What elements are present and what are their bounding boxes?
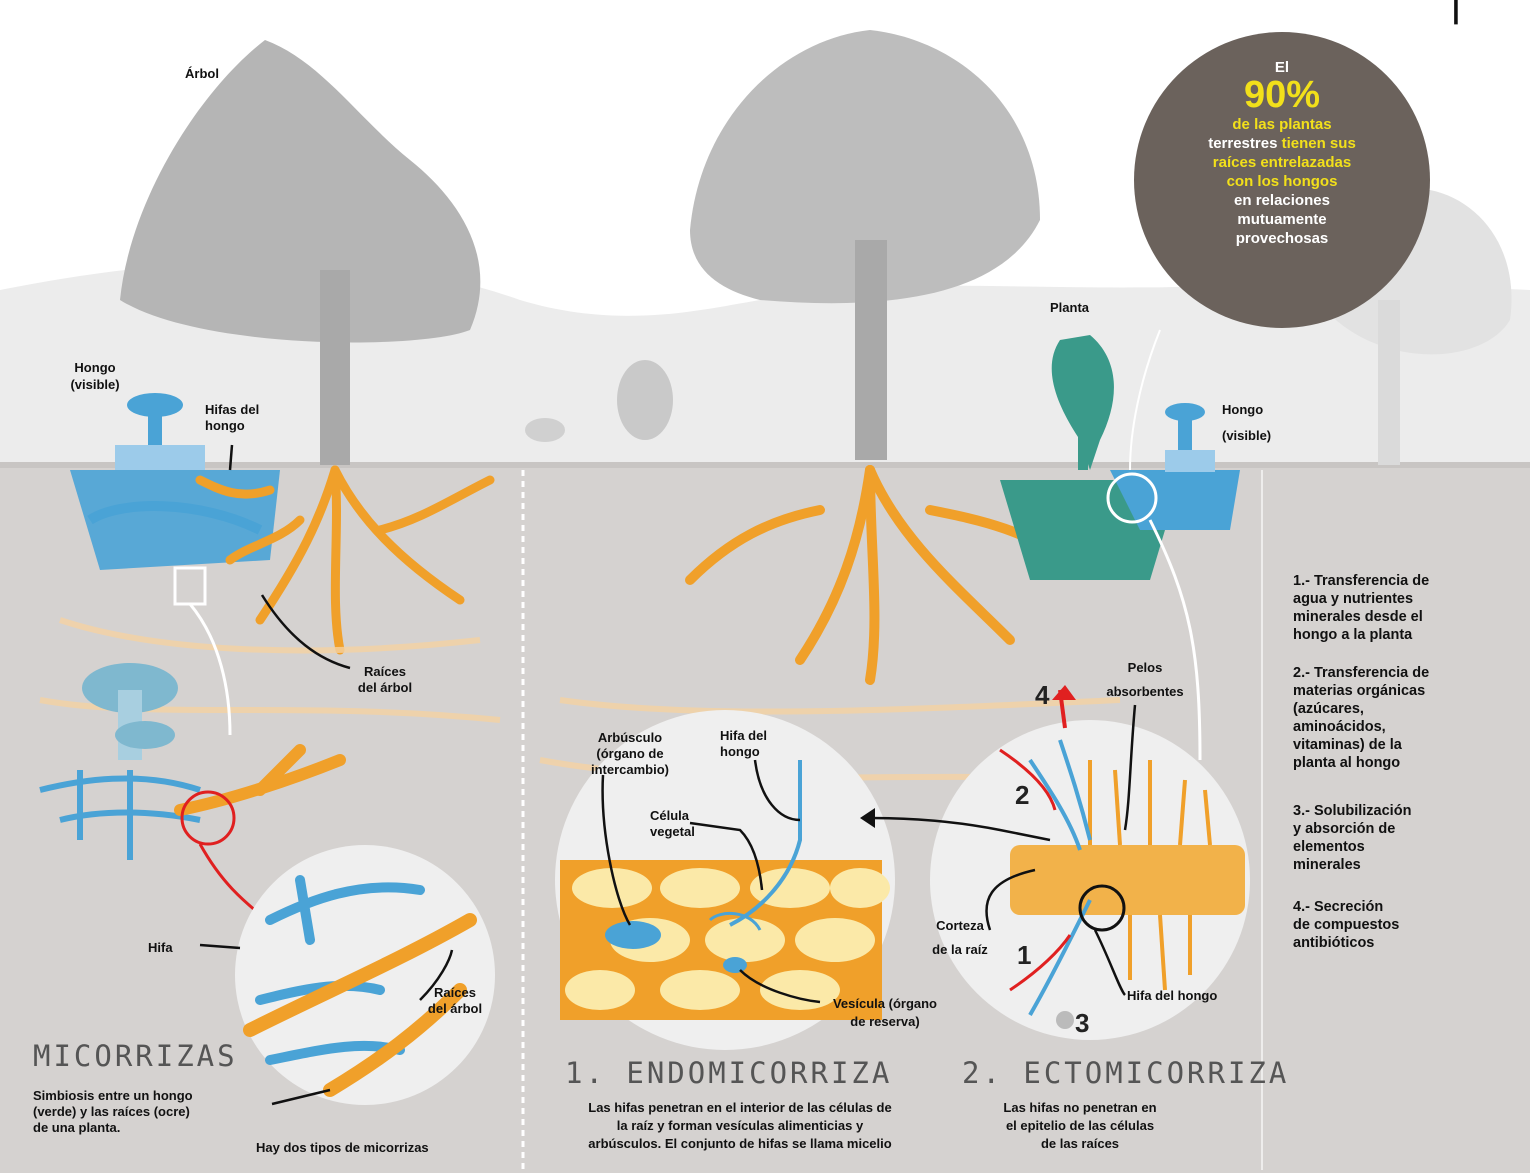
label-hifa-hongo-1: Hifas del [205,402,259,417]
label-raices-arbol-2: del árbol [345,680,425,695]
step-2-line-6: planta al hongo [1293,754,1518,772]
step-1-line-4: hongo a la planta [1293,626,1518,644]
label-raices-arbol-b2: del árbol [415,1001,495,1016]
label-corteza-2: de la raíz [925,942,995,957]
label-planta: Planta [1050,300,1089,315]
steps-list: 1.- Transferencia de agua y nutrientes m… [1293,572,1518,952]
step-number-3: 3 [1075,1008,1089,1039]
root-section [1010,845,1245,915]
stat-line-2a: terrestres [1208,135,1277,152]
ecto-desc-2: el epitelio de las células [980,1118,1180,1133]
step-4-line-2: de compuestos [1293,916,1518,934]
label-arbusculo-1: Arbúsculo [575,730,685,745]
stat-line-1: de las plantas [1152,115,1412,134]
step-1-line-3: minerales desde el [1293,608,1518,626]
label-raices-arbol-b1: Raíces [415,985,495,1000]
step-3-line-4: minerales [1293,856,1518,874]
title-micorrizas: MICORRIZAS [33,1040,238,1072]
ecto-desc-3: de las raíces [980,1136,1180,1151]
stat-line-7: provechosas [1152,229,1412,248]
step-4-line-1: 4.- Secreción [1293,898,1518,916]
stat-line-6: mutuamente [1152,210,1412,229]
endo-desc-2: la raíz y forman vesículas alimenticias … [540,1118,940,1133]
label-hifa-del-hongo-2: hongo [720,744,760,759]
micorrizas-types: Hay dos tipos de micorrizas [256,1140,429,1155]
step-2-line-3: (azúcares, [1293,700,1518,718]
label-arbol: Árbol [185,66,219,81]
label-hongo-left-1: Hongo [55,360,135,375]
label-celula-1: Célula [650,808,689,823]
stat-block: El 90% de las plantas terrestres tienen … [1152,60,1412,248]
endo-desc-1: Las hifas penetran en el interior de las… [540,1100,940,1115]
stat-line-5: en relaciones [1152,191,1412,210]
stat-line-2b: tienen sus [1282,135,1356,152]
label-hongo-right-1: Hongo [1222,402,1263,417]
micorrizas-desc-1: Simbiosis entre un hongo [33,1088,193,1103]
stat-percent: 90% [1152,75,1412,115]
stat-line-3: raíces entrelazadas [1152,153,1412,172]
label-raices-arbol-1: Raíces [345,664,425,679]
label-hifa-del-hongo-1: Hifa del [720,728,767,743]
step-3-line-1: 3.- Solubilización [1293,802,1518,820]
label-hifa-hongo-right: Hifa del hongo [1127,988,1217,1003]
label-celula-2: vegetal [650,824,695,839]
stat-line-4: con los hongos [1152,172,1412,191]
title-ectomicorriza: 2. ECTOMICORRIZA [962,1057,1289,1089]
label-vesicula-1: Vesícula (órgano [810,996,960,1011]
step-2-line-5: vitaminas) de la [1293,736,1518,754]
step-number-1: 1 [1017,940,1031,971]
step-1-line-1: 1.- Transferencia de [1293,572,1518,590]
label-corteza-1: Corteza [925,918,995,933]
step-1-line-2: agua y nutrientes [1293,590,1518,608]
step-3-line-2: y absorción de [1293,820,1518,838]
endo-desc-3: arbúsculos. El conjunto de hifas se llam… [540,1136,940,1151]
label-hifa-hongo-2: hongo [205,418,245,433]
title-endomicorriza: 1. ENDOMICORRIZA [565,1057,892,1089]
step-number-4: 4 [1035,680,1049,711]
label-pelos-1: Pelos [1100,660,1190,675]
label-pelos-2: absorbentes [1100,684,1190,699]
step-3-line-3: elementos [1293,838,1518,856]
label-arbusculo-2: (órgano de [575,746,685,761]
step-2-line-2: materias orgánicas [1293,682,1518,700]
step-2-line-4: aminoácidos, [1293,718,1518,736]
label-vesicula-2: de reserva) [810,1014,960,1029]
step-2-line-1: 2.- Transferencia de [1293,664,1518,682]
micorrizas-desc-2: (verde) y las raíces (ocre) [33,1104,190,1119]
label-hongo-left-2: (visible) [50,377,140,392]
header-bracket: | [1452,0,1460,24]
step-number-2: 2 [1015,780,1029,811]
label-arbusculo-3: intercambio) [575,762,685,777]
stat-pre: El [1152,60,1412,75]
micorrizas-desc-3: de una planta. [33,1120,120,1135]
label-hongo-right-2: (visible) [1222,428,1271,443]
label-hifa: Hifa [148,940,173,955]
ecto-desc-1: Las hifas no penetran en [980,1100,1180,1115]
step-4-line-3: antibióticos [1293,934,1518,952]
